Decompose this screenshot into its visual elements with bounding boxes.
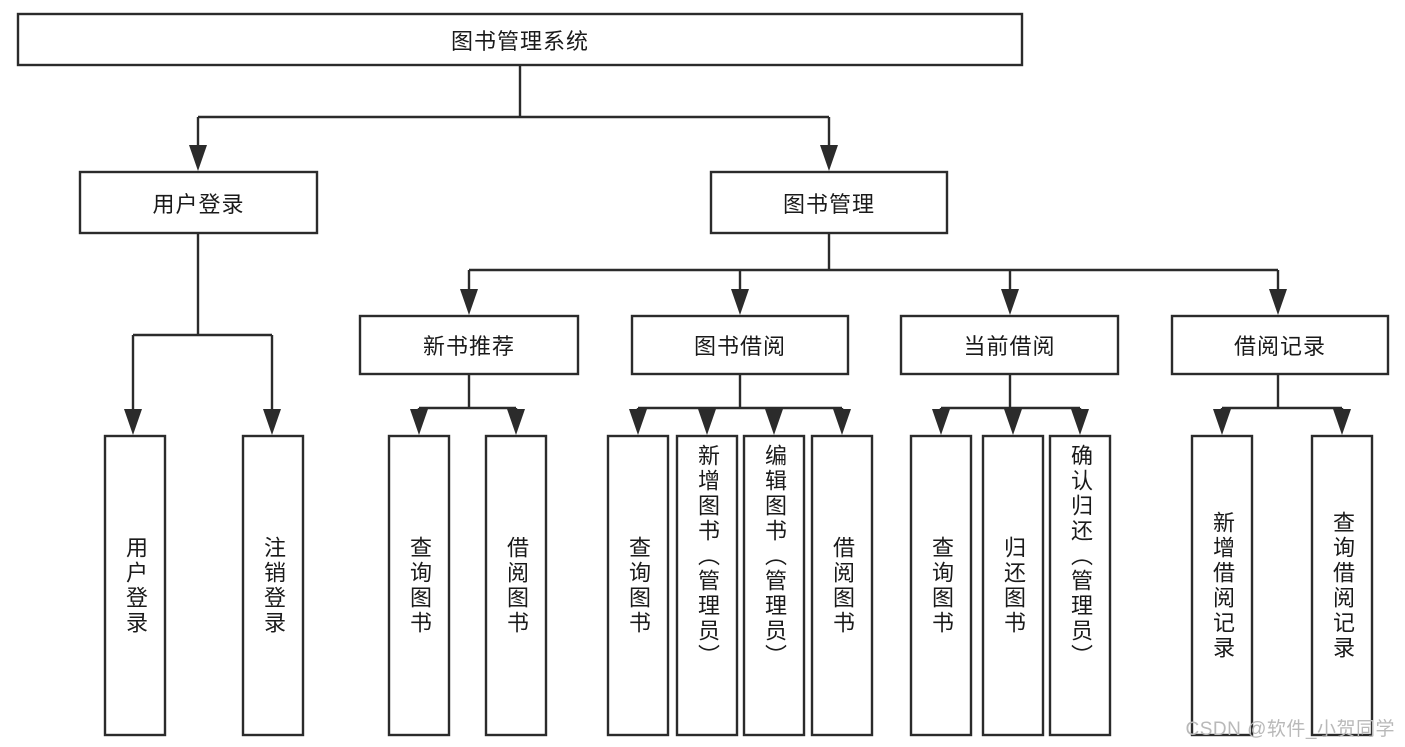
node-leaf-query-book-rec[interactable] — [387, 434, 451, 737]
node-leaf-query-book-cur[interactable] — [909, 434, 973, 737]
node-leaf-query-record[interactable] — [1310, 434, 1374, 737]
arrow-to-new-book-rec — [460, 289, 478, 315]
arrow-to-leaf-query-book-cur — [932, 409, 950, 435]
csdn-watermark: CSDN @软件_小贺同学 — [1185, 719, 1395, 740]
arrow-to-leaf-return-book — [1004, 409, 1022, 435]
node-root[interactable] — [16, 12, 1024, 67]
arrow-to-leaf-add-book — [698, 409, 716, 435]
node-book-borrow[interactable] — [630, 314, 850, 376]
arrow-to-leaf-confirm-return — [1071, 409, 1089, 435]
node-leaf-confirm-return[interactable] — [1048, 434, 1112, 737]
arrow-to-leaf-borrow-book-rec — [507, 409, 525, 435]
arrow-to-leaf-user-logout — [263, 409, 281, 435]
arrow-to-leaf-edit-book — [765, 409, 783, 435]
arrow-to-book-borrow — [731, 289, 749, 315]
node-borrow-record[interactable] — [1170, 314, 1390, 376]
arrow-to-current-borrow — [1001, 289, 1019, 315]
node-box-layer — [16, 12, 1390, 737]
arrow-to-leaf-query-book — [629, 409, 647, 435]
arrow-to-leaf-borrow-book — [833, 409, 851, 435]
node-leaf-query-book[interactable] — [606, 434, 670, 737]
node-book-manage[interactable] — [709, 170, 949, 235]
arrow-to-leaf-query-record — [1333, 409, 1351, 435]
arrow-to-book-manage — [820, 145, 838, 171]
node-current-borrow[interactable] — [899, 314, 1120, 376]
node-user-login[interactable] — [78, 170, 319, 235]
arrow-to-user-login — [189, 145, 207, 171]
arrow-to-leaf-add-record — [1213, 409, 1231, 435]
arrow-to-leaf-user-login — [124, 409, 142, 435]
node-leaf-user-login[interactable] — [103, 434, 167, 737]
node-leaf-borrow-book-rec[interactable] — [484, 434, 548, 737]
node-leaf-add-record[interactable] — [1190, 434, 1254, 737]
node-leaf-edit-book[interactable] — [742, 434, 806, 737]
arrow-to-leaf-query-book-rec — [410, 409, 428, 435]
node-leaf-user-logout[interactable] — [241, 434, 305, 737]
node-leaf-borrow-book[interactable] — [810, 434, 874, 737]
connector-layer — [124, 65, 1351, 435]
node-new-book-rec[interactable] — [358, 314, 580, 376]
node-leaf-return-book[interactable] — [981, 434, 1045, 737]
arrow-to-borrow-record — [1269, 289, 1287, 315]
node-leaf-add-book[interactable] — [675, 434, 739, 737]
